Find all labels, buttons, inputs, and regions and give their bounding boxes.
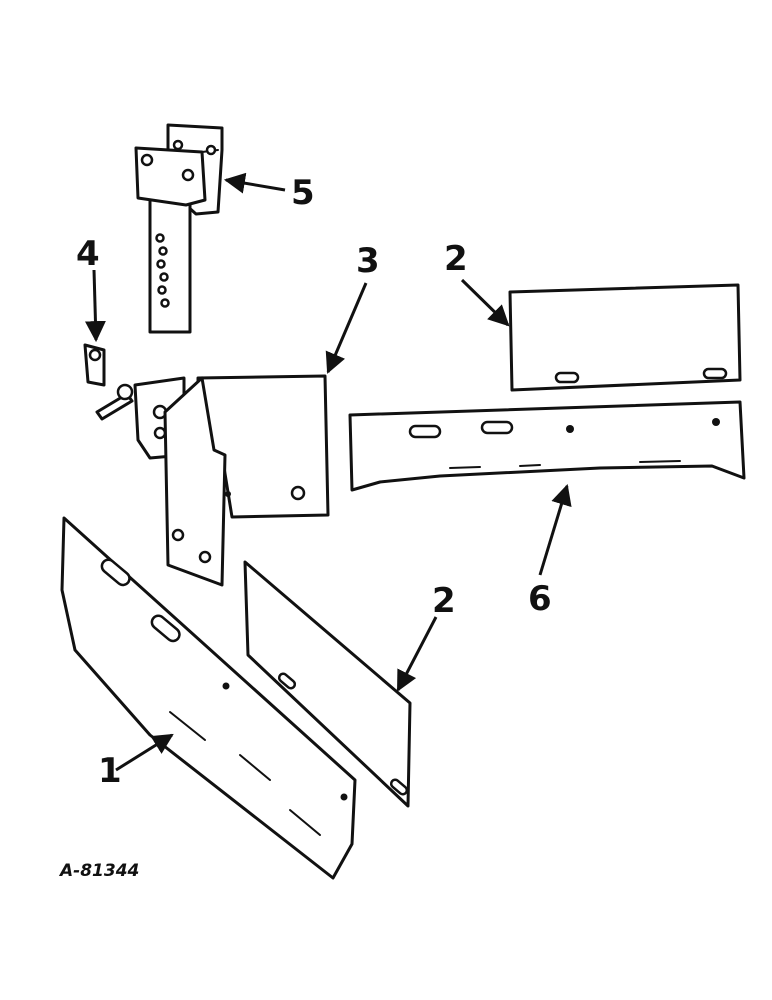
part-3-mounting-bracket: [133, 374, 330, 587]
arrow-4: [84, 269, 106, 343]
callout-2-lower: 2: [432, 581, 456, 621]
arrow-2-upper: [460, 278, 510, 327]
callout-1: 1: [98, 751, 122, 791]
callout-6: 6: [528, 579, 552, 619]
reference-code: A-81344: [58, 861, 139, 881]
arrow-5: [223, 172, 286, 194]
part-1-blade: [60, 516, 357, 880]
part-6-moldboard: [348, 400, 746, 492]
part-2-plate-upper: [508, 283, 742, 392]
callout-2-upper: 2: [444, 239, 468, 279]
part-2-plate-lower: [243, 560, 412, 808]
part-4-pin: [83, 343, 134, 421]
leader-arrows: [84, 172, 572, 772]
arrow-1: [115, 733, 174, 772]
arrow-6: [538, 483, 572, 576]
callout-3: 3: [356, 241, 380, 281]
part-5-bracket: [134, 123, 224, 334]
arrow-2-lower: [396, 616, 438, 692]
callout-4: 4: [76, 234, 100, 274]
arrow-3: [325, 282, 368, 374]
callout-5: 5: [291, 173, 315, 213]
